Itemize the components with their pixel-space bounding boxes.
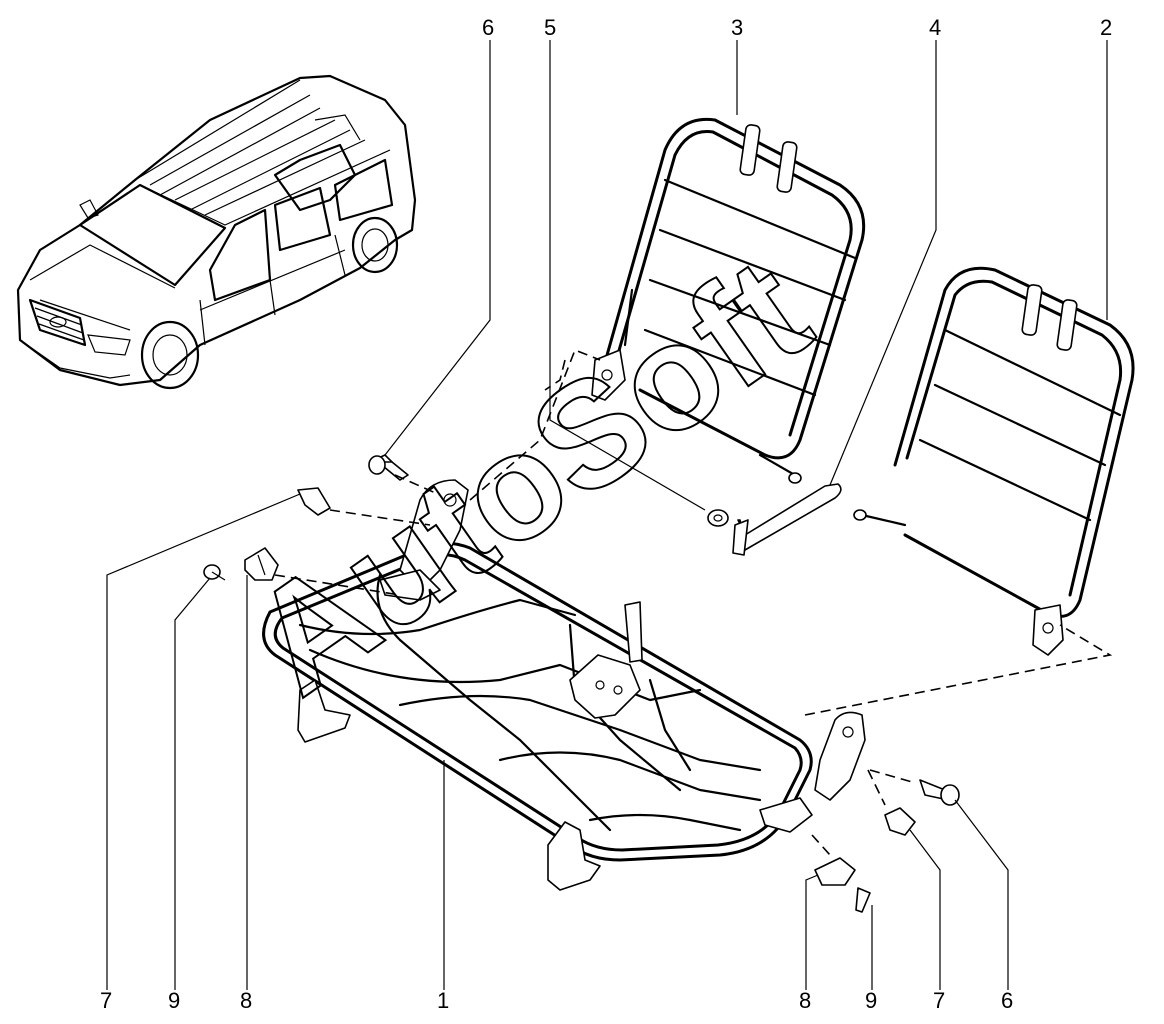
callout-top-2: 2 (1100, 15, 1112, 40)
clip-left (297, 487, 331, 516)
callout-bottom-9-left: 9 (168, 988, 180, 1013)
callout-numbers: 6 5 3 4 2 7 9 8 1 8 9 7 6 (100, 15, 1112, 1013)
assembly-dashed-lines (274, 348, 1113, 856)
bushing-left (244, 547, 279, 581)
callout-leaders (106, 40, 1108, 990)
callout-bottom-9-right: 9 (865, 988, 877, 1013)
callout-bottom-8-right: 8 (799, 988, 811, 1013)
screw-right (855, 887, 871, 913)
watermark-text: AutoSoft (222, 225, 837, 726)
callout-bottom-6-right: 6 (1001, 988, 1013, 1013)
callout-bottom-7-left: 7 (100, 988, 112, 1013)
seat-cushion-frame (262, 479, 866, 891)
washer (707, 509, 729, 527)
clip-right (884, 807, 916, 836)
callout-top-5: 5 (544, 15, 556, 40)
callout-top-3: 3 (731, 15, 743, 40)
release-lever (732, 483, 842, 556)
bolt-left (368, 454, 409, 481)
callout-bottom-7-right: 7 (933, 988, 945, 1013)
callout-bottom-1: 1 (437, 988, 449, 1013)
vehicle-illustration (16, 74, 417, 390)
bushing-right (814, 857, 856, 886)
backrest-frame-right (853, 266, 1135, 656)
screw-left (203, 564, 226, 581)
bolt-right (919, 779, 960, 806)
callout-bottom-8-left: 8 (240, 988, 252, 1013)
callout-top-4: 4 (929, 15, 941, 40)
backrest-frame-left (591, 117, 866, 484)
callout-top-6: 6 (482, 15, 494, 40)
